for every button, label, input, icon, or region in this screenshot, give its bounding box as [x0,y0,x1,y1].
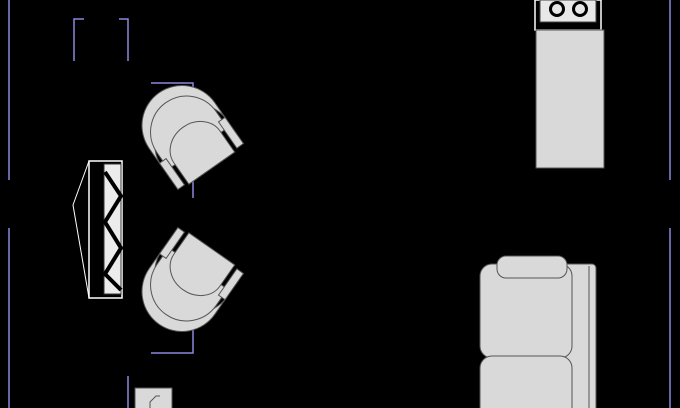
sofa-arm [496,255,568,279]
sofa [479,255,597,408]
fireplace-zigzag [102,170,124,292]
side-table [134,387,173,408]
door-bracket-right [119,18,129,61]
fireplace [72,160,124,299]
armchair-top [141,85,245,191]
fireplace-mantle [103,163,122,295]
door-bracket-left [73,18,84,61]
armchair-bottom [141,226,245,332]
stove [534,0,602,31]
sofa-seat-lower [479,355,573,408]
kitchen-counter [535,29,605,169]
